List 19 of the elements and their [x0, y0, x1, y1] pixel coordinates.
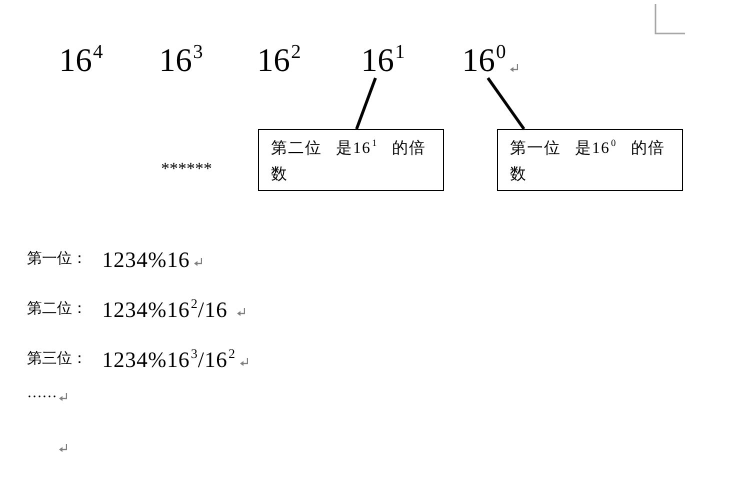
- callout-text: 第一位 是16$^{0}$ 的倍数: [510, 140, 665, 183]
- callout-text: 第二位 是16$^{1}$ 的倍数: [271, 140, 426, 183]
- power-label: 16$^{2}$: [257, 45, 301, 78]
- power-label: 16$^{3}$: [159, 45, 203, 78]
- callout-box: [497, 129, 683, 191]
- row-label: 第一位：: [27, 252, 87, 267]
- formula-text: 1234%16$^{3}$/16$^{2}$: [102, 349, 236, 371]
- leader-line: [486, 77, 526, 130]
- ellipsis: ……: [27, 386, 57, 401]
- row-label: 第三位：: [27, 352, 87, 367]
- power-label: 16$^{1}$: [361, 45, 405, 78]
- leader-line: [355, 77, 377, 130]
- callout-box: [258, 129, 444, 191]
- formula-text: 1234%16$^{2}$/16: [102, 299, 228, 321]
- power-label: 16$^{0}$: [462, 45, 506, 78]
- row-label: 第二位：: [27, 302, 87, 317]
- asterisks: ******: [161, 160, 212, 177]
- formula-text: 1234%16: [102, 249, 190, 271]
- power-label: 16$^{4}$: [59, 45, 103, 78]
